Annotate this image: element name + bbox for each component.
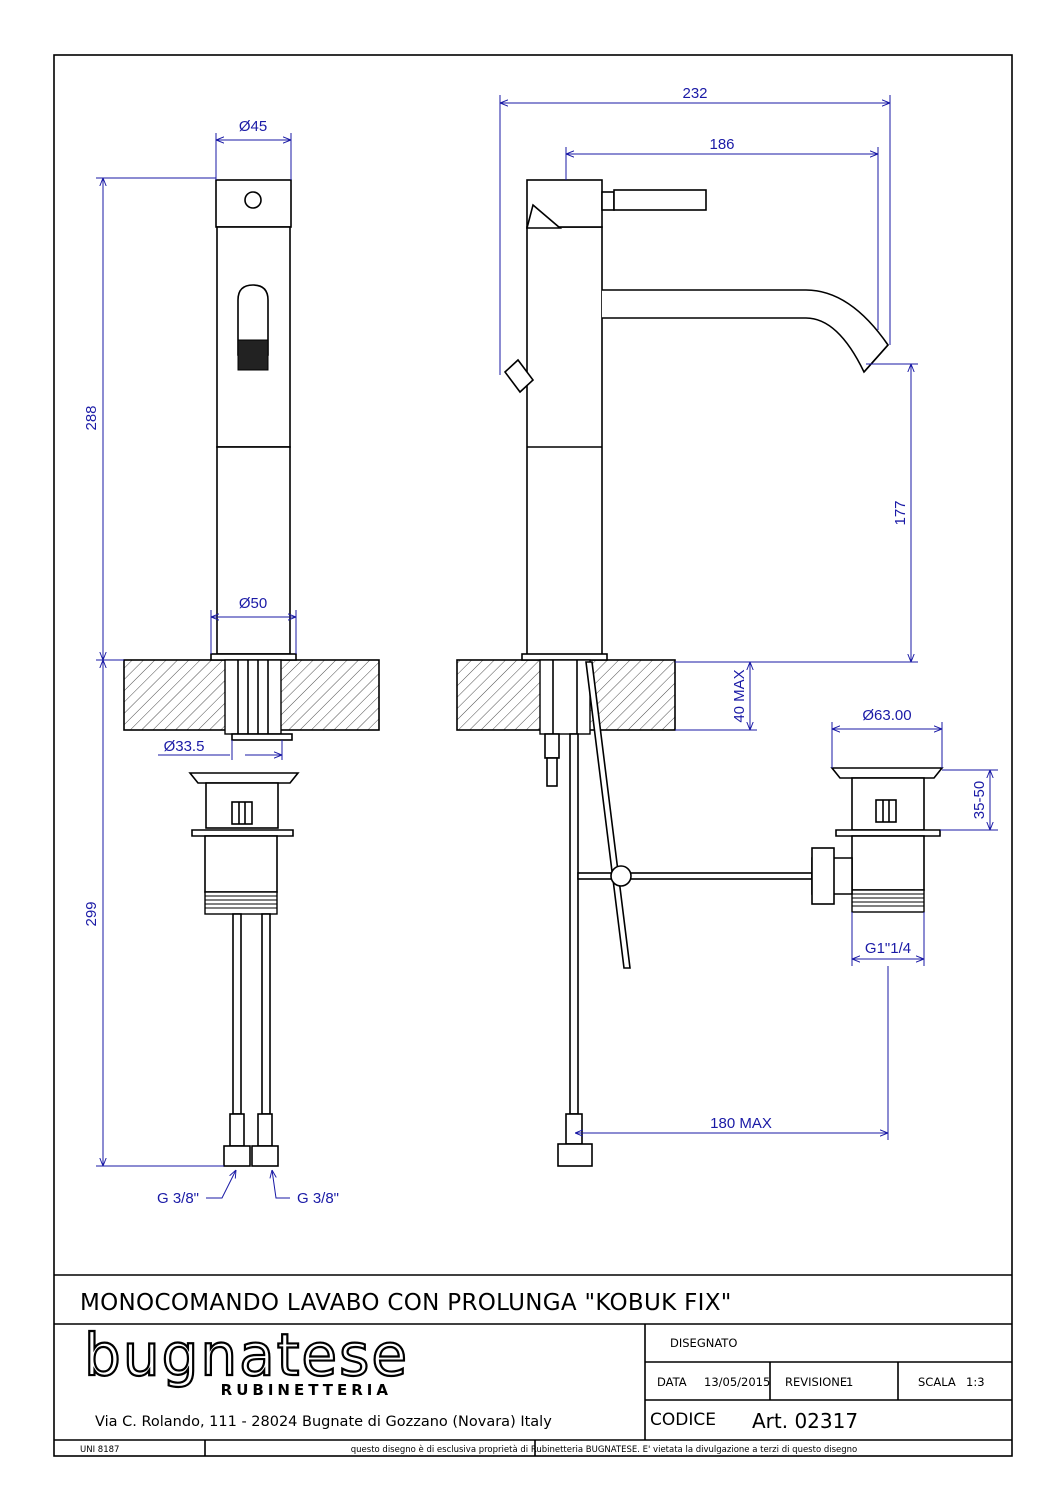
dim-diameter-45: Ø45	[239, 118, 267, 135]
data-label: DATA	[657, 1375, 687, 1389]
dim-height-40-max: 40 MAX	[731, 669, 748, 722]
ownership-disclaimer: questo disegno è di esclusiva proprietà …	[351, 1444, 858, 1455]
dim-width-232: 232	[682, 85, 707, 102]
dim-height-299: 299	[83, 901, 100, 926]
dim-diameter-63: Ø63.00	[862, 707, 911, 724]
data-value: 13/05/2015	[704, 1375, 770, 1389]
brand-subtitle: RUBINETTERIA	[221, 1381, 392, 1399]
dim-width-180-max: 180 MAX	[710, 1115, 772, 1132]
dimension-lines	[96, 95, 998, 1199]
disegnato-label: DISEGNATO	[670, 1336, 737, 1350]
dim-diameter-33-5: Ø33.5	[164, 738, 205, 755]
company-address: Via C. Rolando, 111 - 28024 Bugnate di G…	[95, 1414, 552, 1430]
dim-height-288: 288	[83, 405, 100, 430]
dim-thread-g38-right: G 3/8"	[297, 1190, 339, 1207]
handle-pivot-circle	[244, 191, 262, 209]
revisione-label: REVISIONE	[785, 1375, 847, 1389]
dim-thread-g1-1-4: G1"1/4	[865, 940, 911, 957]
scala-label: SCALA	[918, 1375, 956, 1389]
scala-value: 1:3	[966, 1375, 985, 1389]
dim-thread-g38-left: G 3/8"	[157, 1190, 199, 1207]
title-block	[54, 1274, 1012, 1456]
revisione-value: 1	[846, 1375, 853, 1389]
front-view	[123, 179, 380, 1167]
codice-label: CODICE	[650, 1410, 716, 1430]
drawing-frame	[53, 54, 1013, 1457]
dim-height-35-50: 35-50	[971, 781, 988, 819]
dim-width-186: 186	[709, 136, 734, 153]
side-view	[456, 179, 944, 1167]
dim-height-177: 177	[892, 500, 909, 525]
article-code: Art. 02317	[752, 1409, 858, 1433]
drawing-title: MONOCOMANDO LAVABO CON PROLUNGA "KOBUK F…	[80, 1290, 732, 1316]
brand-logo: bugnatese	[84, 1321, 409, 1389]
dim-diameter-50: Ø50	[239, 595, 267, 612]
uni-standard: UNI 8187	[80, 1445, 119, 1455]
